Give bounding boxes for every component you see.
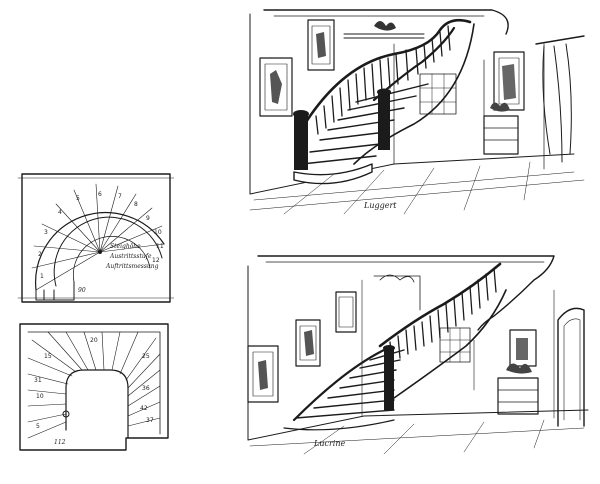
sideboard [497,363,539,415]
window [439,327,471,363]
step-number-label: 9 [146,215,150,222]
step-number-label: 5 [36,423,40,430]
artist-signature: Luggert [363,201,397,210]
wall-picture-frame [259,57,293,117]
curtain [535,35,585,163]
wall-picture-frame [307,19,335,71]
plan-dimension-label: 90 [78,287,86,294]
step-number-label: 7 [118,193,122,200]
step-number-label: 6 [98,191,102,198]
plan-drawing-u-stair: 5 10 15 20 25 36 42 31 37 112 [14,318,174,456]
perspective-sketch-open-stair: Lucrine [244,250,596,456]
plan-note: Steighöhe [110,243,141,250]
step-number-label: 1 [40,273,44,280]
step-number-label: 4 [58,209,62,216]
staircase [293,18,475,185]
step-number-label: 25 [142,353,150,360]
step-number-label: 42 [140,405,148,412]
plan-drawing-curved-stair: 1 2 3 4 5 6 7 8 9 10 11 12 Steighöhe Aus… [14,168,174,310]
step-number-label: 31 [34,377,42,384]
staircase [283,262,507,431]
sideboard [483,102,519,155]
step-number-label: 11 [156,243,164,250]
step-number-label: 12 [152,257,160,264]
step-number-label: 20 [90,337,98,344]
wall-picture-frame [493,51,525,111]
step-number-label: 10 [36,393,44,400]
step-number-label: 37 [146,417,154,424]
step-number-label: 5 [76,195,80,202]
wall-picture-frame [509,329,537,367]
perspective-sketch-curved-stair: Luggert [244,4,596,216]
step-number-label: 15 [44,353,52,360]
plan-dimension-label: 112 [54,439,66,446]
artist-signature: Lucrine [313,439,345,448]
step-number-label: 36 [142,385,150,392]
wall-picture-frame [295,319,321,367]
step-number-label: 2 [38,251,42,258]
step-number-label: 8 [134,201,138,208]
wall-picture-frame [335,291,357,333]
doorway [557,307,585,427]
plan-note: Auftrittsmessung [105,263,159,270]
step-number-label: 3 [44,229,48,236]
window [419,73,457,115]
step-number-label: 10 [154,229,162,236]
plan-note: Austrittsstufe [109,253,152,260]
wall-picture-frame [247,345,279,403]
